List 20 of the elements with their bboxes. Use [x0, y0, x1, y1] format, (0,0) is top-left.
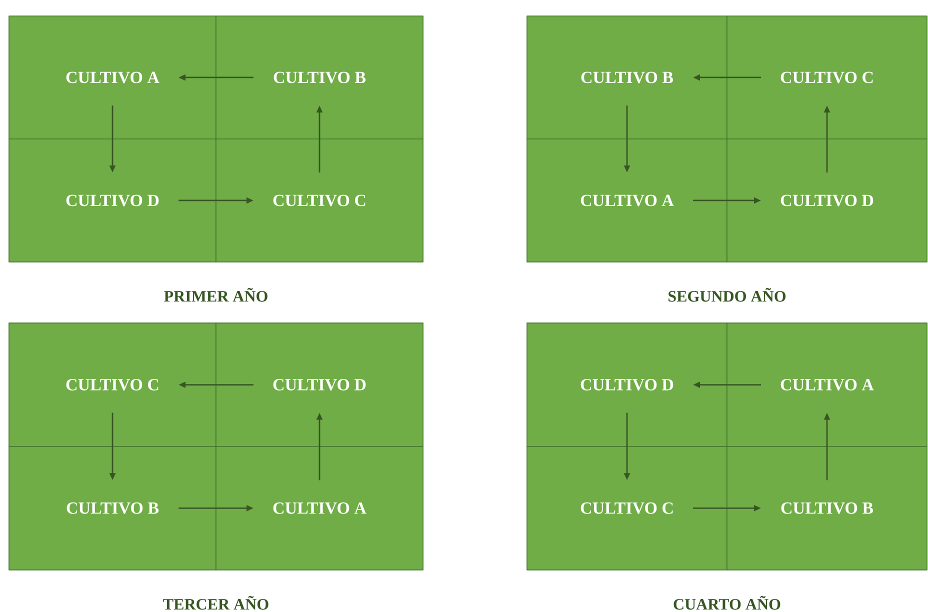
crop-cell: CULTIVO C — [726, 16, 928, 140]
crop-cell: CULTIVO A — [216, 446, 424, 570]
crop-cell: CULTIVO C — [216, 138, 424, 262]
crop-cell: CULTIVO B — [8, 446, 216, 570]
crop-cell: CULTIVO B — [216, 16, 424, 140]
crop-cell: CULTIVO A — [8, 16, 216, 140]
crop-cell: CULTIVO D — [726, 138, 928, 262]
node-label: TERCER AÑO — [163, 596, 268, 610]
crop-cell: CULTIVO C — [526, 446, 728, 570]
node-label: SEGUNDO AÑO — [668, 288, 786, 302]
crop-cell: CULTIVO B — [726, 446, 928, 570]
crop-cell: CULTIVO C — [8, 322, 216, 447]
crop-cell: CULTIVO D — [8, 138, 216, 262]
crop-cell: CULTIVO D — [216, 322, 424, 447]
crop-cell: CULTIVO A — [726, 322, 928, 447]
crop-cell: CULTIVO D — [526, 322, 728, 447]
crop-cell: CULTIVO A — [526, 138, 728, 262]
node-label: PRIMER AÑO — [164, 288, 268, 302]
crop-cell: CULTIVO B — [526, 16, 728, 140]
node-label: CUARTO AÑO — [674, 596, 780, 610]
